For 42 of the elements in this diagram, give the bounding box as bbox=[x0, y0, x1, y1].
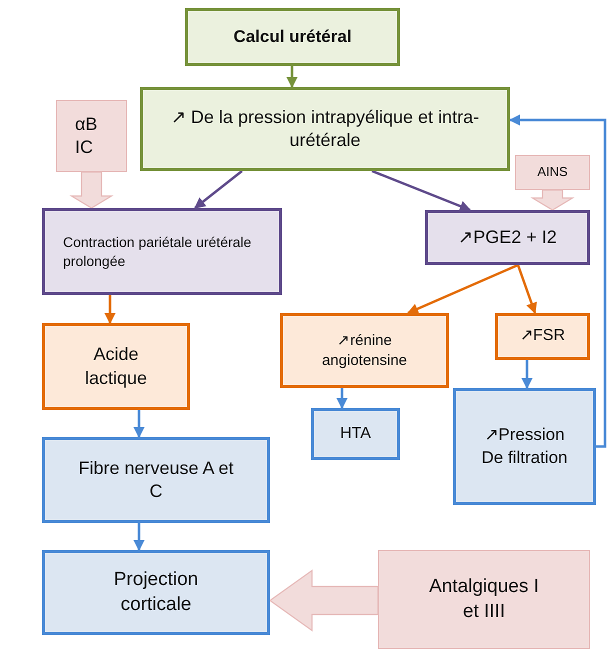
arrow bbox=[286, 66, 298, 88]
box-text: Acide lactique bbox=[84, 343, 148, 390]
block-arrow bbox=[268, 569, 379, 632]
box-text: HTA bbox=[339, 424, 372, 444]
arrow bbox=[133, 523, 145, 552]
process-box bbox=[42, 323, 190, 410]
process-box bbox=[140, 87, 510, 171]
box-text: αB IC bbox=[74, 112, 98, 159]
process-box bbox=[311, 408, 400, 460]
box-text: Contraction pariétale urétérale prolongée bbox=[62, 233, 252, 270]
process-box bbox=[280, 313, 449, 388]
arrow bbox=[194, 170, 243, 209]
box-text: Antalgiques I et IIII bbox=[428, 574, 540, 624]
callout-box bbox=[56, 100, 127, 172]
arrow bbox=[508, 114, 606, 448]
arrow bbox=[372, 170, 472, 212]
arrow bbox=[133, 410, 145, 438]
block-arrow bbox=[530, 189, 575, 211]
block-arrow bbox=[69, 171, 114, 209]
box-text: ↗Pression De filtration bbox=[480, 424, 568, 468]
process-box bbox=[453, 388, 596, 505]
callout-box bbox=[378, 550, 590, 649]
box-text: Calcul urétéral bbox=[232, 26, 353, 48]
process-box bbox=[42, 550, 270, 635]
process-box bbox=[42, 208, 282, 295]
box-text: AINS bbox=[536, 164, 569, 181]
process-box bbox=[425, 210, 590, 265]
arrow bbox=[406, 264, 518, 314]
process-box bbox=[495, 313, 590, 360]
box-text: ↗ De la pression intrapyélique et intra-urétérale bbox=[170, 106, 480, 152]
process-box bbox=[42, 437, 270, 523]
process-box bbox=[185, 8, 400, 66]
box-text: Fibre nerveuse A et C bbox=[77, 456, 235, 503]
arrow bbox=[516, 264, 537, 314]
box-text: Projection corticale bbox=[112, 568, 200, 616]
callout-box bbox=[515, 155, 590, 190]
box-text: ↗PGE2 + I2 bbox=[457, 226, 558, 249]
arrow bbox=[336, 388, 348, 410]
arrow bbox=[104, 295, 116, 324]
box-text: ↗rénine angiotensine bbox=[320, 331, 408, 370]
arrow bbox=[521, 360, 533, 390]
box-text: ↗FSR bbox=[519, 326, 566, 346]
